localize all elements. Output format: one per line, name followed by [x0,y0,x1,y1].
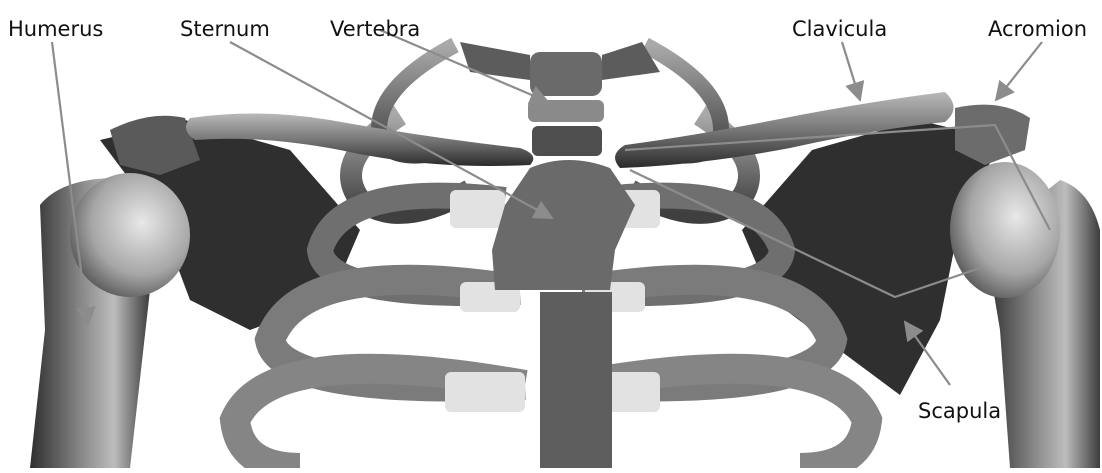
label-acromion: Acromion [988,17,1087,41]
vertebra-bone [460,42,660,156]
sternum-bone [492,160,635,468]
label-sternum: Sternum [180,17,270,41]
clavicula-pointer [842,42,860,100]
acromion-pointer [996,42,1042,100]
humerus-left-bone [30,173,190,468]
label-vertebra: Vertebra [330,17,420,41]
label-thorax: Thorax [729,319,803,343]
label-scapula: Scapula [918,399,1001,423]
label-humerus: Humerus [8,17,103,41]
label-clavicula: Clavicula [792,17,887,41]
